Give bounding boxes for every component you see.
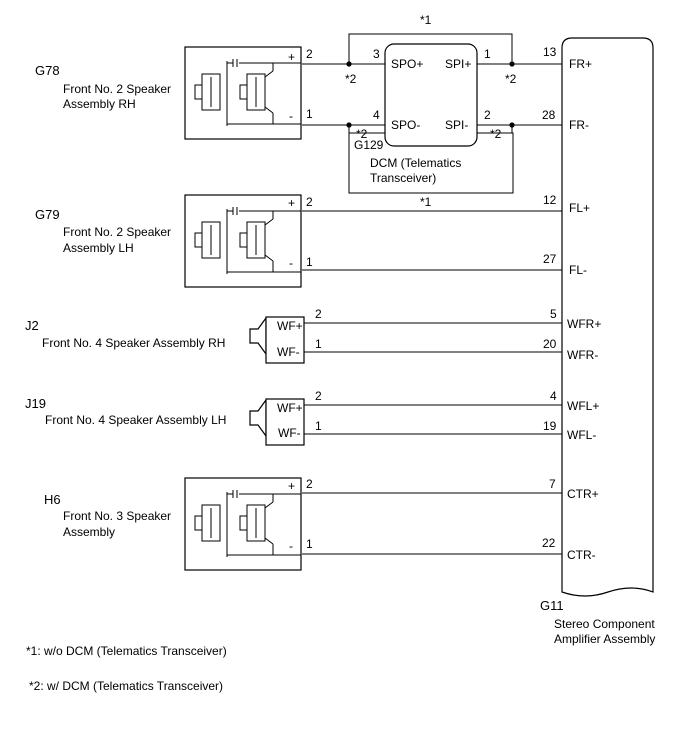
- dcm-terminal-2-num: 2: [484, 108, 491, 122]
- dcm-code: G129: [354, 138, 384, 152]
- g79-minus-mark: -: [289, 256, 293, 270]
- component-name-h6-line2: Assembly: [63, 525, 115, 539]
- note-mark-star2: *2: [345, 72, 357, 86]
- amp-pin-wfl-minus-label: WFL-: [567, 428, 596, 442]
- g78-plus-mark: +: [288, 50, 295, 64]
- j19-pin-plus: 2: [315, 389, 322, 403]
- amp-pin-wfr-plus-num: 5: [550, 307, 557, 321]
- amplifier-body: [561, 37, 654, 597]
- dcm-terminal-spo-plus: SPO+: [391, 57, 423, 71]
- component-name-g78-line2: Assembly RH: [63, 97, 136, 111]
- speaker-symbol-h6: [184, 477, 302, 571]
- note-mark-star2: *2: [505, 72, 517, 86]
- speaker-symbol-g78: [184, 46, 302, 140]
- g78-pin-minus: 1: [306, 107, 313, 121]
- note-mark-star1-fl: *1: [420, 195, 432, 209]
- h6-pin-plus: 2: [306, 477, 313, 491]
- component-code-g79: G79: [35, 207, 60, 222]
- note-1: *1: w/o DCM (Telematics Transceiver): [26, 644, 227, 658]
- g78-pin-plus: 2: [306, 47, 313, 61]
- j19-term-plus: WF+: [277, 401, 303, 415]
- dcm-terminal-spi-minus: SPI-: [445, 118, 468, 132]
- dcm-terminal-4-num: 4: [373, 108, 380, 122]
- component-name-g78-line1: Front No. 2 Speaker: [63, 82, 171, 96]
- component-code-g78: G78: [35, 63, 60, 78]
- amp-pin-fr-plus-label: FR+: [569, 57, 592, 71]
- amp-pin-fr-minus-label: FR-: [569, 118, 589, 132]
- amp-pin-ctr-minus-label: CTR-: [567, 548, 596, 562]
- amp-pin-ctr-minus-num: 22: [542, 536, 556, 550]
- amp-pin-wfl-minus-num: 19: [543, 419, 557, 433]
- dcm-name-line1: DCM (Telematics: [370, 156, 461, 170]
- dcm-bypass-wire: [348, 33, 513, 64]
- dcm-name-line2: Transceiver): [370, 171, 436, 185]
- note-2: *2: w/ DCM (Telematics Transceiver): [29, 679, 223, 693]
- amp-pin-ctr-plus-label: CTR+: [567, 487, 599, 501]
- h6-minus-mark: -: [289, 539, 293, 553]
- amp-pin-wfr-plus-label: WFR+: [567, 317, 601, 331]
- junction-dot: [509, 61, 515, 67]
- j2-term-plus: WF+: [277, 319, 303, 333]
- amp-pin-wfl-plus-label: WFL+: [567, 399, 599, 413]
- h6-plus-mark: +: [288, 479, 295, 493]
- amp-pin-wfr-minus-num: 20: [543, 337, 557, 351]
- g78-minus-mark: -: [289, 109, 293, 123]
- g79-pin-plus: 2: [306, 195, 313, 209]
- j19-term-minus: WF-: [278, 426, 301, 440]
- dcm-terminal-spi-plus: SPI+: [445, 57, 471, 71]
- junction-dot: [346, 122, 352, 128]
- amplifier-name-line1: Stereo Component: [554, 617, 655, 631]
- woofer-symbol-j19: [249, 398, 305, 446]
- g79-pin-minus: 1: [306, 255, 313, 269]
- junction-dot: [346, 61, 352, 67]
- h6-pin-minus: 1: [306, 537, 313, 551]
- speaker-symbol-g79: [184, 194, 302, 288]
- component-code-j2: J2: [25, 318, 39, 333]
- amplifier-code: G11: [540, 598, 564, 613]
- j2-pin-minus: 1: [315, 337, 322, 351]
- woofer-symbol-j2: [249, 316, 305, 364]
- g79-plus-mark: +: [288, 196, 295, 210]
- dcm-terminal-3-num: 3: [373, 47, 380, 61]
- amp-pin-fl-minus-num: 27: [543, 252, 557, 266]
- junction-dot: [509, 122, 515, 128]
- component-code-h6: H6: [44, 492, 61, 507]
- j2-term-minus: WF-: [277, 345, 300, 359]
- amplifier-name-line2: Amplifier Assembly: [554, 632, 655, 646]
- note-mark-star2: *2: [490, 127, 502, 141]
- note-mark-star2: *2: [356, 127, 368, 141]
- component-code-j19: J19: [25, 396, 46, 411]
- component-name-g79-line2: Assembly LH: [63, 241, 134, 255]
- dcm-module: [384, 43, 478, 147]
- component-name-j2: Front No. 4 Speaker Assembly RH: [42, 336, 225, 350]
- amp-pin-ctr-plus-num: 7: [549, 477, 556, 491]
- component-name-g79-line1: Front No. 2 Speaker: [63, 225, 171, 239]
- component-name-j19: Front No. 4 Speaker Assembly LH: [45, 413, 226, 427]
- amp-pin-wfl-plus-num: 4: [550, 389, 557, 403]
- amp-pin-fr-plus-num: 13: [543, 45, 557, 59]
- amp-pin-fr-minus-num: 28: [542, 108, 556, 122]
- dcm-terminal-1-num: 1: [484, 47, 491, 61]
- j19-pin-minus: 1: [315, 419, 322, 433]
- component-name-h6-line1: Front No. 3 Speaker: [63, 509, 171, 523]
- amp-pin-wfr-minus-label: WFR-: [567, 348, 598, 362]
- amp-pin-fl-plus-label: FL+: [569, 201, 590, 215]
- amp-pin-fl-plus-num: 12: [543, 193, 557, 207]
- amp-pin-fl-minus-label: FL-: [569, 263, 587, 277]
- dcm-terminal-spo-minus: SPO-: [391, 118, 420, 132]
- j2-pin-plus: 2: [315, 307, 322, 321]
- note-mark-star1-top: *1: [420, 13, 432, 27]
